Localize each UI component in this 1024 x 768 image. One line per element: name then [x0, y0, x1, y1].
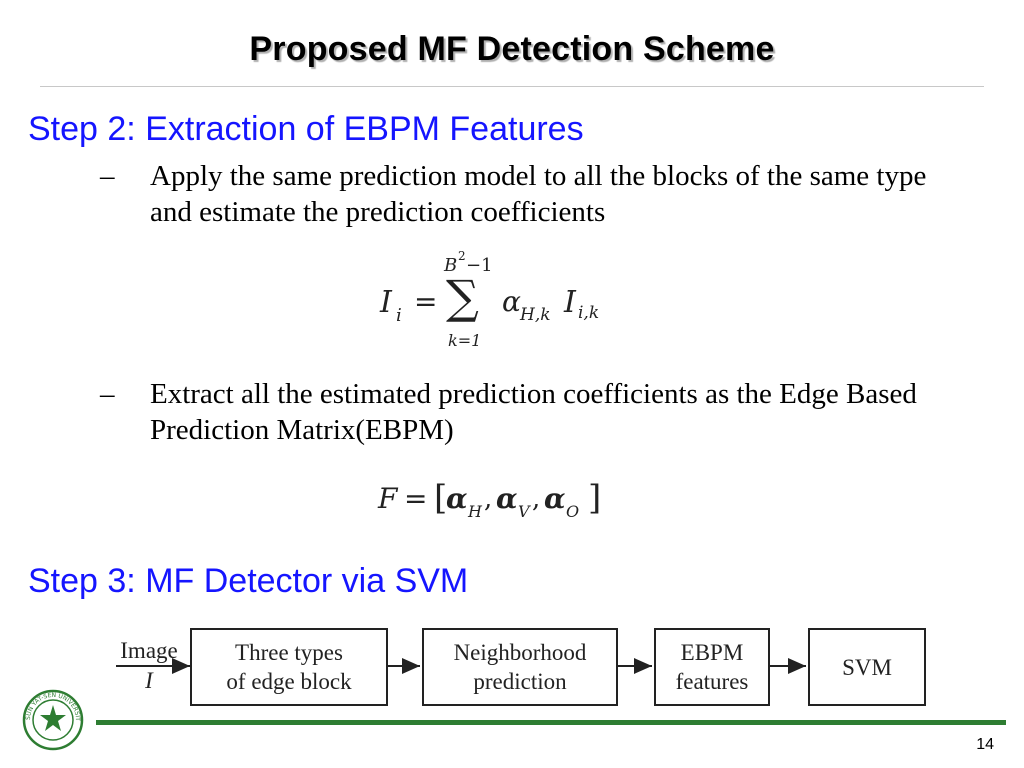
eq2-alpha-v-sub: V — [518, 502, 530, 521]
flow-arrows — [116, 658, 806, 674]
box-line: EBPM — [680, 640, 744, 665]
eq2-open-bracket: [ — [434, 478, 448, 518]
title-divider — [40, 86, 984, 87]
eq2-close-bracket: ] — [588, 478, 602, 518]
eq2-alpha-h: α — [446, 482, 468, 515]
box-line: features — [675, 669, 749, 694]
eq2-alpha-o: α — [544, 482, 566, 515]
eq1-upper-exp: 2 — [458, 249, 466, 263]
bullet-dash: – — [100, 378, 115, 410]
svm-flow-diagram: Image I Three types of edge block Neighbo… — [100, 622, 940, 716]
equation-ebpm: F = [ α H , α V , α O ] — [378, 478, 628, 524]
box-edge-block-types: Three types of edge block — [190, 628, 388, 706]
eq1-term: I — [564, 285, 576, 320]
input-label: Image — [120, 638, 178, 663]
eq1-upper-rest: −1 — [466, 255, 493, 276]
box-line: prediction — [473, 669, 567, 694]
eq2-comma: , — [484, 484, 493, 514]
page-number: 14 — [976, 736, 994, 753]
eq2-equals: = — [404, 482, 428, 515]
bullet-2: – Extract all the estimated prediction c… — [100, 376, 940, 448]
eq2-alpha-h-sub: H — [468, 502, 482, 521]
eq1-lower: k=1 — [448, 331, 482, 350]
box-line: Three types — [235, 640, 343, 665]
box-ebpm-features: EBPM features — [654, 628, 770, 706]
bullet-text: Extract all the estimated prediction coe… — [150, 378, 917, 446]
box-neighborhood-prediction: Neighborhood prediction — [422, 628, 618, 706]
bullet-1: – Apply the same prediction model to all… — [100, 158, 940, 230]
eq2-alpha-v: α — [496, 482, 518, 515]
equation-prediction-model: I i = B 2 −1 ∑ k=1 α H,k I i,k — [380, 249, 620, 355]
footer-divider — [96, 720, 1006, 725]
sum-symbol: ∑ — [446, 270, 479, 324]
eq2-alpha-o-sub: O — [566, 502, 580, 521]
input-symbol: I — [145, 668, 153, 693]
slide-title: Proposed MF Detection Scheme — [249, 30, 775, 68]
eq2-comma: , — [532, 484, 541, 514]
bullet-dash: – — [100, 160, 115, 192]
box-line: Neighborhood — [453, 640, 587, 665]
university-seal-icon: SUN YAT-SEN UNIVERSITY — [19, 684, 84, 751]
step3-heading: Step 3: MF Detector via SVM — [28, 562, 469, 600]
eq1-alpha-sub: H,k — [520, 305, 551, 325]
eq1-term-sub: i,k — [578, 303, 600, 323]
box-line: SVM — [842, 654, 892, 680]
eq1-lhs: I — [380, 285, 392, 320]
eq1-alpha: α — [502, 285, 521, 318]
eq2-lhs: F — [378, 482, 398, 515]
eq1-upper-base: B — [444, 255, 458, 276]
step2-heading: Step 2: Extraction of EBPM Features — [28, 110, 584, 148]
eq1-equals: = — [414, 285, 438, 318]
bullet-text: Apply the same prediction model to all t… — [150, 160, 927, 228]
box-line: of edge block — [226, 669, 352, 694]
box-svm: SVM — [808, 628, 926, 706]
eq1-lhs-sub: i — [396, 305, 402, 326]
